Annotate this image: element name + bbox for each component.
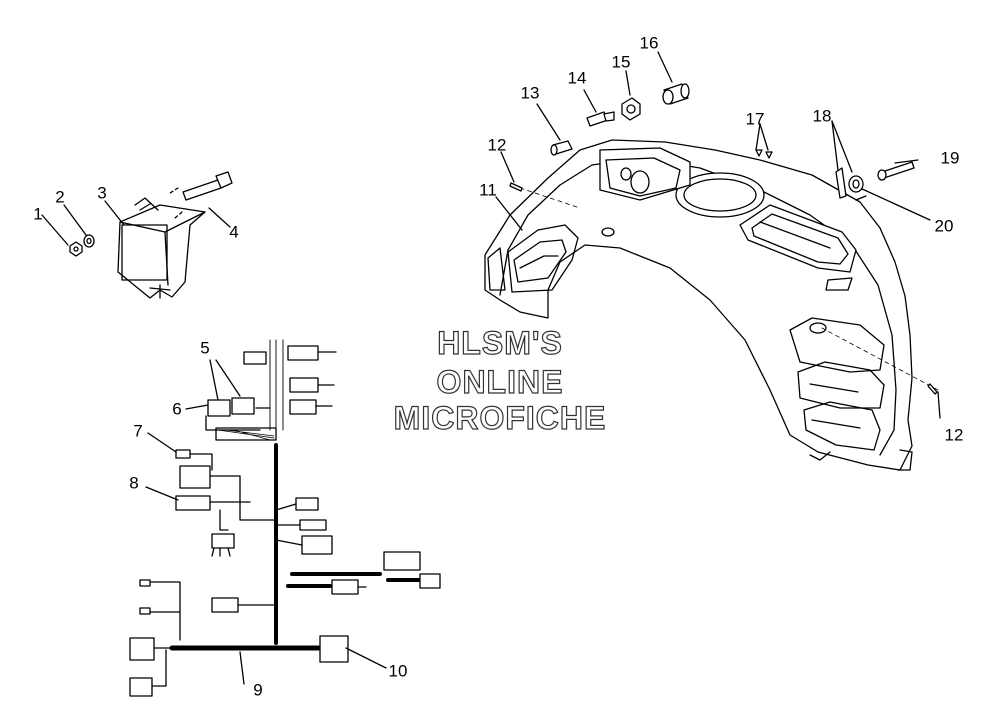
callout-4: 4 xyxy=(229,222,239,242)
callout-12-lower: 12 xyxy=(944,425,964,445)
callout-10: 10 xyxy=(388,661,408,681)
screw-part-12-lower xyxy=(927,383,938,395)
callout-8: 8 xyxy=(129,473,139,493)
callout-3: 3 xyxy=(97,183,107,203)
callout-19: 19 xyxy=(940,148,960,168)
callout-2: 2 xyxy=(55,187,65,207)
wiring-harness xyxy=(129,339,441,697)
callout-13: 13 xyxy=(520,83,540,103)
callout-1: 1 xyxy=(33,204,43,224)
washer-part-2 xyxy=(83,234,95,248)
screws-part-17 xyxy=(755,149,773,159)
key-part-14 xyxy=(586,111,615,127)
callout-15: 15 xyxy=(611,52,631,72)
knob-part-16 xyxy=(662,83,690,105)
hood-panel-part-11 xyxy=(484,139,913,471)
callout-17: 17 xyxy=(745,109,765,129)
watermark-line-2: ONLINE xyxy=(436,364,564,400)
callout-7: 7 xyxy=(133,421,143,441)
lever-part-18 xyxy=(835,167,864,199)
callout-9: 9 xyxy=(253,680,263,700)
nut-part-1 xyxy=(69,241,83,257)
callout-6: 6 xyxy=(172,399,182,419)
callout-11: 11 xyxy=(479,180,497,200)
callout-20: 20 xyxy=(934,216,954,236)
callout-16: 16 xyxy=(639,33,659,53)
bolt-part-4 xyxy=(169,171,233,219)
watermark-line-3: MICROFICHE xyxy=(393,400,607,436)
cdi-module-part-3 xyxy=(117,197,206,299)
watermark-line-1: HLSM'S xyxy=(437,325,563,361)
callout-12: 12 xyxy=(487,135,507,155)
callout-14: 14 xyxy=(567,68,587,88)
screw-part-12-upper xyxy=(509,182,523,192)
plug-part-13 xyxy=(550,140,573,156)
pin-part-20 xyxy=(855,195,867,201)
callout-5: 5 xyxy=(200,338,210,358)
callout-18: 18 xyxy=(812,106,832,126)
ignition-switch-part-15 xyxy=(621,97,641,121)
bolt-part-19 xyxy=(877,161,915,181)
